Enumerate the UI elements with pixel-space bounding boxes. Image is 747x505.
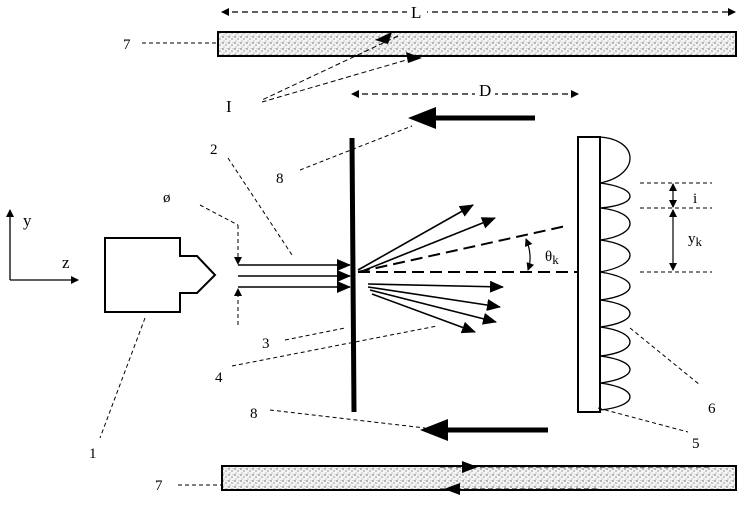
part-6-label: 6 [708,401,716,417]
distance-dimension: D [351,81,579,102]
part-8-top-label: 8 [276,171,284,187]
part-8-bottom-leader [269,409,426,429]
part-3-leader [284,327,346,341]
diffracted-beams [357,204,504,334]
beam-diameter-marker [199,204,242,325]
current-arrow-right-bottom-icon [462,461,478,473]
offset-label: yk [688,231,703,249]
part-6-leader [629,327,701,386]
axis-y-label: y [23,211,32,230]
detector-screen [577,136,601,413]
fringe-dimensions [640,182,712,273]
current-arrow-left-icon [375,32,392,44]
part-5-leader [597,407,689,433]
part-8-top-leader [299,125,413,171]
part-5-label: 5 [692,436,700,452]
part-1-label: 1 [89,446,97,462]
axis-system [6,209,79,284]
angle-label: θk [545,249,559,267]
angle-construction [357,225,578,273]
current-label: I [226,97,232,116]
diameter-label: ø [163,190,171,206]
part-7-bottom-label: 7 [155,478,163,494]
part-8-bottom-label: 8 [250,406,258,422]
current-arrow-left-bottom-icon [444,483,460,495]
bottom-plate [221,465,737,491]
bottom-current-path [440,461,710,495]
bottom-flow-arrow [420,419,548,441]
axis-z-label: z [62,253,70,272]
beam-source [104,237,217,313]
spacing-label: i [693,191,697,207]
top-current-path [261,32,422,103]
length-label: L [411,3,421,22]
part-2-label: 2 [210,142,218,158]
top-flow-arrow [408,107,535,129]
part-3-label: 3 [262,336,270,352]
part-1-leader [99,317,146,439]
part-4-label: 4 [215,370,223,386]
distance-label: D [479,81,491,100]
current-arrow-right-icon [406,52,422,63]
diffraction-grating [349,137,357,413]
length-dimension: L [221,2,736,22]
incoming-beam [238,259,351,293]
intensity-pattern [599,136,631,411]
top-plate [217,31,737,57]
part-7-top-label: 7 [123,37,131,53]
part-2-leader [227,157,293,256]
